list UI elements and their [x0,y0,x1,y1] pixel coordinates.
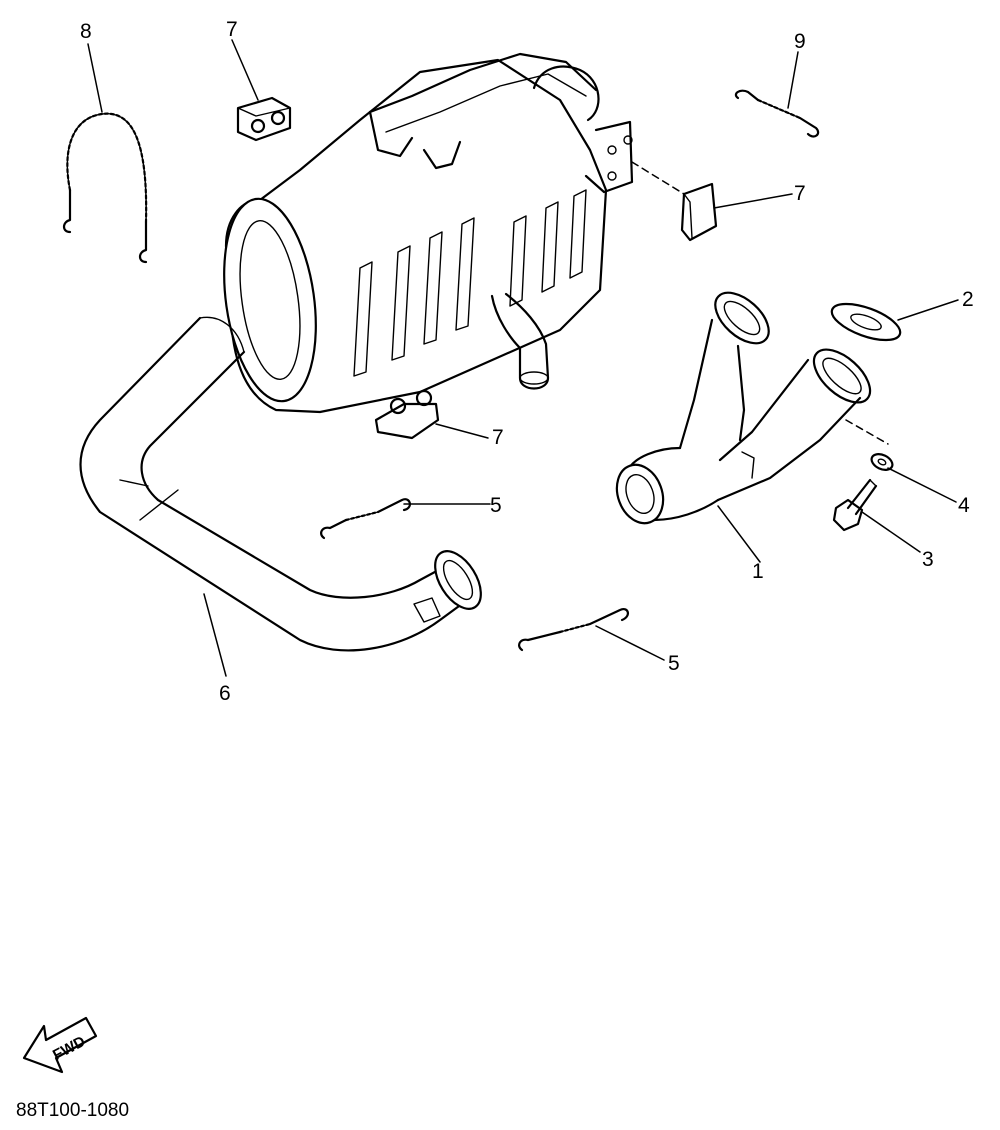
muffler-part-6 [79,52,634,652]
diagram-code: 88T100-1080 [16,1100,129,1121]
damper-part-7-right [680,182,718,242]
callout-3: 3 [922,548,934,571]
fwd-arrow-icon: FWD [22,1016,98,1074]
callout-5-upper: 5 [490,494,502,517]
callout-4: 4 [958,494,970,517]
spring-part-9 [734,89,820,138]
leader-lines [87,39,959,677]
callout-5-lower: 5 [668,652,680,675]
callout-9: 9 [794,30,806,53]
exhaust-pipe-part-1 [615,291,872,525]
fwd-label: FWD [50,1033,88,1064]
spring-part-5-lower [518,608,629,652]
callout-2: 2 [962,288,974,311]
washer-part-4 [870,453,894,471]
callout-7-top: 7 [226,18,238,41]
callout-6: 6 [219,682,231,705]
bolt-part-3 [832,478,878,532]
damper-part-7-bottom [374,389,440,440]
callout-7-right: 7 [794,182,806,205]
spring-part-5-upper [320,498,411,540]
callout-7-bottom: 7 [492,426,504,449]
assembly-line-4 [845,419,889,445]
damper-part-7-top [236,96,292,142]
callout-1: 1 [752,560,764,583]
assembly-line-7-right [631,161,685,195]
gasket-part-2 [830,302,902,342]
callout-8: 8 [80,20,92,43]
coil-spring-part-8 [62,112,148,264]
